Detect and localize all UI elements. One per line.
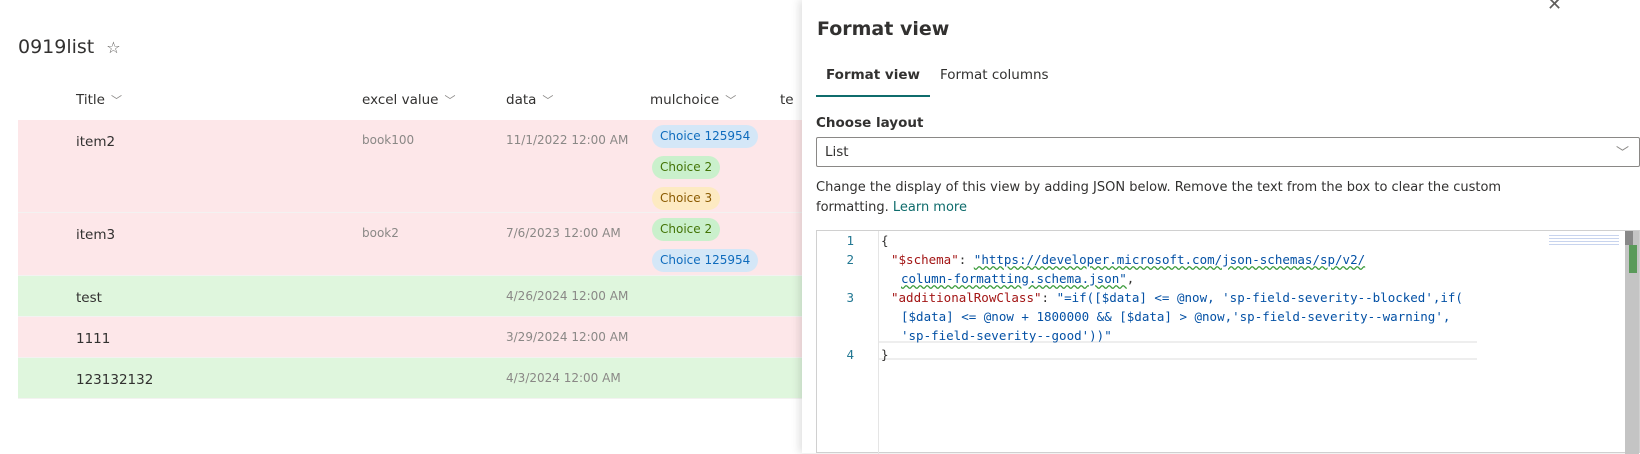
- cell-excel-value: book2: [362, 226, 399, 240]
- tabs: Format view Format columns: [816, 64, 1059, 97]
- cell-data: 7/6/2023 12:00 AM: [506, 226, 621, 240]
- cell-excel-value: book100: [362, 133, 415, 147]
- cell-title[interactable]: item3: [76, 227, 116, 243]
- choice-pill: Choice 125954: [652, 125, 759, 148]
- list-view: 0919list☆ Title﹀ excel value﹀ data﹀ mulc…: [0, 0, 802, 453]
- minimap[interactable]: [1549, 235, 1619, 247]
- editor-scrollbar[interactable]: [1625, 231, 1639, 454]
- table-row[interactable]: 1111 3/29/2024 12:00 AM: [18, 317, 802, 358]
- table-row[interactable]: item3 book2 7/6/2023 12:00 AM Choice 2 Cho…: [18, 213, 802, 276]
- cell-title[interactable]: item2: [76, 134, 116, 150]
- format-view-panel: Format view ✕ Format view Format columns…: [802, 0, 1640, 454]
- cell-data: 3/29/2024 12:00 AM: [506, 330, 629, 344]
- current-line-highlight: [879, 341, 1477, 360]
- chevron-down-icon: ﹀: [725, 94, 737, 107]
- line-numbers: 1 2 3 4: [817, 231, 879, 454]
- chevron-down-icon: ﹀: [1615, 146, 1629, 161]
- json-editor[interactable]: 1 2 3 4 { "$schema": "https://developer.…: [816, 230, 1640, 454]
- list-title: 0919list☆: [18, 36, 121, 58]
- column-header-mulchoice[interactable]: mulchoice﹀: [650, 92, 737, 108]
- choice-pill: Choice 125954: [652, 249, 759, 272]
- cell-data: 11/1/2022 12:00 AM: [506, 133, 629, 147]
- choice-pill: Choice 2: [652, 218, 721, 241]
- table-row[interactable]: item2 book100 11/1/2022 12:00 AM Choice 1…: [18, 120, 802, 213]
- choose-layout-label: Choose layout: [816, 115, 924, 131]
- cell-data: 4/26/2024 12:00 AM: [506, 289, 629, 303]
- column-header-title[interactable]: Title﹀: [76, 92, 122, 108]
- tab-format-view[interactable]: Format view: [816, 64, 930, 97]
- cell-title[interactable]: test: [76, 290, 102, 306]
- cell-title[interactable]: 123132132: [76, 372, 154, 388]
- column-header-excel-value[interactable]: excel value﹀: [362, 92, 456, 108]
- cell-title[interactable]: 1111: [76, 331, 111, 347]
- chevron-down-icon: ﹀: [444, 94, 456, 107]
- choice-pill: Choice 2: [652, 156, 721, 179]
- table-row[interactable]: test 4/26/2024 12:00 AM: [18, 276, 802, 317]
- panel-title: Format view: [817, 18, 950, 40]
- favorite-star-icon[interactable]: ☆: [106, 37, 121, 57]
- column-header-te[interactable]: te: [780, 92, 794, 108]
- chevron-down-icon: ﹀: [110, 94, 122, 107]
- chevron-down-icon: ﹀: [542, 94, 554, 107]
- table-row[interactable]: 123132132 4/3/2024 12:00 AM: [18, 358, 802, 399]
- column-header-data[interactable]: data﹀: [506, 92, 554, 108]
- description: Change the display of this view by addin…: [816, 180, 1502, 215]
- tab-format-columns[interactable]: Format columns: [940, 67, 1049, 83]
- cell-data: 4/3/2024 12:00 AM: [506, 371, 621, 385]
- choice-pill: Choice 3: [652, 187, 721, 210]
- layout-dropdown[interactable]: List﹀: [816, 137, 1640, 167]
- column-headers: Title﹀ excel value﹀ data﹀ mulchoice﹀ te: [0, 90, 802, 112]
- learn-more-link[interactable]: Learn more: [892, 200, 967, 215]
- close-icon[interactable]: ✕: [1547, 0, 1563, 15]
